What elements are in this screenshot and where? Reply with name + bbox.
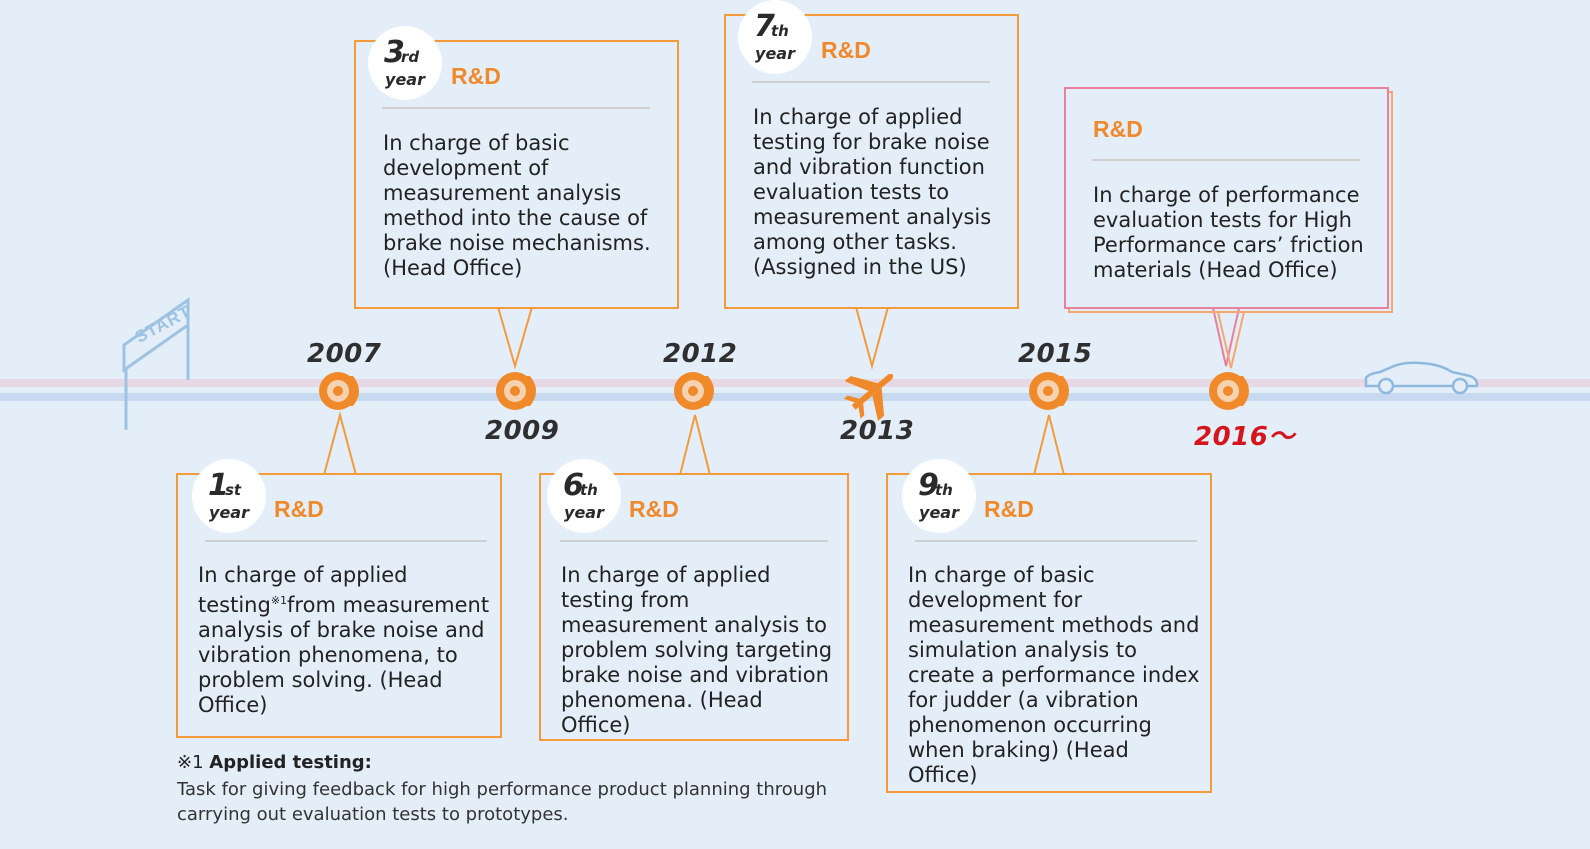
year-badge: 6 th year bbox=[547, 459, 621, 533]
brake-disc-icon bbox=[674, 372, 714, 410]
card-divider bbox=[382, 107, 650, 109]
card-description: In charge of applied testing※1from measu… bbox=[198, 563, 490, 717]
brake-disc-icon bbox=[1029, 372, 1069, 410]
card-divider bbox=[915, 540, 1197, 542]
brake-disc-icon bbox=[496, 372, 536, 410]
card-description: In charge of performance evaluation test… bbox=[1093, 183, 1364, 282]
badge-year-label: year bbox=[564, 503, 604, 522]
badge-number: 9 bbox=[918, 468, 939, 503]
footnote-title: ※1 Applied testing: bbox=[177, 752, 372, 773]
year-badge: 1 st year bbox=[192, 459, 266, 533]
badge-year-label: year bbox=[385, 70, 425, 89]
footnote-reference: ※1 bbox=[270, 594, 288, 607]
badge-year-label: year bbox=[919, 503, 959, 522]
badge-number: 3 bbox=[384, 35, 405, 70]
car-icon bbox=[1364, 361, 1479, 395]
card-divider bbox=[752, 81, 990, 83]
department-label: R&D bbox=[451, 63, 501, 89]
badge-number: 6 bbox=[563, 468, 584, 503]
year-badge: 9 th year bbox=[902, 459, 976, 533]
year-label-2015: 2015 bbox=[1018, 339, 1093, 369]
badge-suffix: th bbox=[935, 481, 953, 499]
card-description: In charge of applied testing for brake n… bbox=[753, 105, 992, 279]
airplane-icon bbox=[843, 373, 894, 421]
timeline-track-blue bbox=[0, 393, 1590, 401]
card-divider bbox=[1092, 159, 1360, 161]
badge-number: 1 bbox=[208, 468, 229, 503]
badge-number: 7 bbox=[754, 9, 775, 44]
year-badge: 7 th year bbox=[738, 0, 812, 74]
footnote-marker: ※1 bbox=[177, 752, 204, 773]
badge-suffix: rd bbox=[401, 48, 420, 66]
start-gate-icon bbox=[122, 297, 190, 430]
card-description: In charge of applied testing from measur… bbox=[561, 563, 833, 737]
card-description: In charge of basic development for measu… bbox=[908, 563, 1200, 787]
department-label: R&D bbox=[274, 496, 324, 522]
year-label-2012: 2012 bbox=[663, 339, 738, 369]
badge-suffix: th bbox=[771, 22, 789, 40]
footnote-text: Task for giving feedback for high perfor… bbox=[177, 779, 828, 825]
footnote-term: Applied testing: bbox=[209, 752, 372, 773]
card-description: In charge of basic development of measur… bbox=[383, 131, 651, 280]
career-card-2016 bbox=[1064, 87, 1389, 309]
timeline-track-pink bbox=[0, 379, 1590, 387]
card-divider bbox=[205, 540, 487, 542]
department-label: R&D bbox=[821, 37, 871, 63]
badge-suffix: st bbox=[225, 481, 242, 499]
department-label: R&D bbox=[629, 496, 679, 522]
year-label-2009: 2009 bbox=[485, 416, 560, 446]
card-divider bbox=[560, 540, 828, 542]
brake-disc-icon bbox=[319, 372, 359, 410]
brake-disc-icon bbox=[1209, 372, 1249, 410]
year-label-2007: 2007 bbox=[307, 339, 382, 369]
badge-suffix: th bbox=[580, 481, 598, 499]
department-label: R&D bbox=[984, 496, 1034, 522]
department-label: R&D bbox=[1093, 116, 1143, 142]
year-label-2016: 2016～ bbox=[1194, 422, 1295, 452]
badge-year-label: year bbox=[755, 44, 795, 63]
year-badge: 3 rd year bbox=[368, 26, 442, 100]
badge-year-label: year bbox=[209, 503, 249, 522]
year-label-2013: 2013 bbox=[840, 416, 915, 446]
